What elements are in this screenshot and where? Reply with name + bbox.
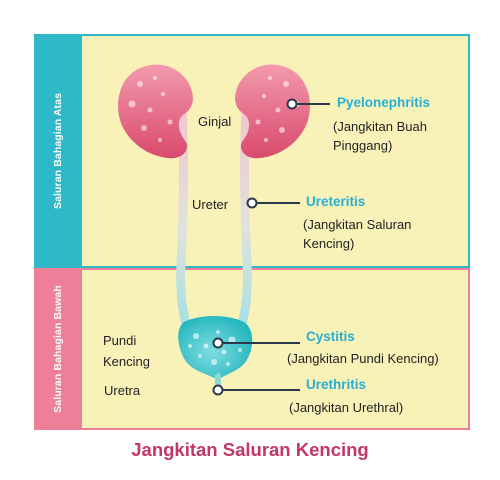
bladder-bubbles [188,330,242,366]
right-kidney [235,64,310,159]
pyelonephritis-description: (Jangkitan Buah Pinggang) [333,119,427,153]
ureteritis-name: Ureteritis [306,194,366,209]
diagram-title: Jangkitan Saluran Kencing [131,439,369,460]
lower-tract-sidebar: Saluran Bahagian Bawah [34,268,82,430]
bladder-label: Pundi Kencing [103,333,150,369]
left-kidney [118,64,193,159]
pointer-lines [212,98,330,396]
ureter-label: Ureter [192,197,229,212]
lower-tract-band [34,268,470,430]
cystitis-name: Cystitis [306,329,355,344]
pyelonephritis-name: Pyelonephritis [337,95,431,110]
urethritis-name: Urethritis [306,377,367,392]
kidney-label: Ginjal [198,114,232,129]
ureteritis-description: (Jangkitan Saluran Kencing) [303,217,412,251]
bladder [178,316,253,380]
cystitis-description: (Jangkitan Pundi Kencing) [287,351,439,366]
urethritis-description: (Jangkitan Urethral) [289,400,404,415]
upper-tract-sidebar: Saluran Bahagian Atas [34,34,82,268]
urethra-label: Uretra [104,383,141,398]
